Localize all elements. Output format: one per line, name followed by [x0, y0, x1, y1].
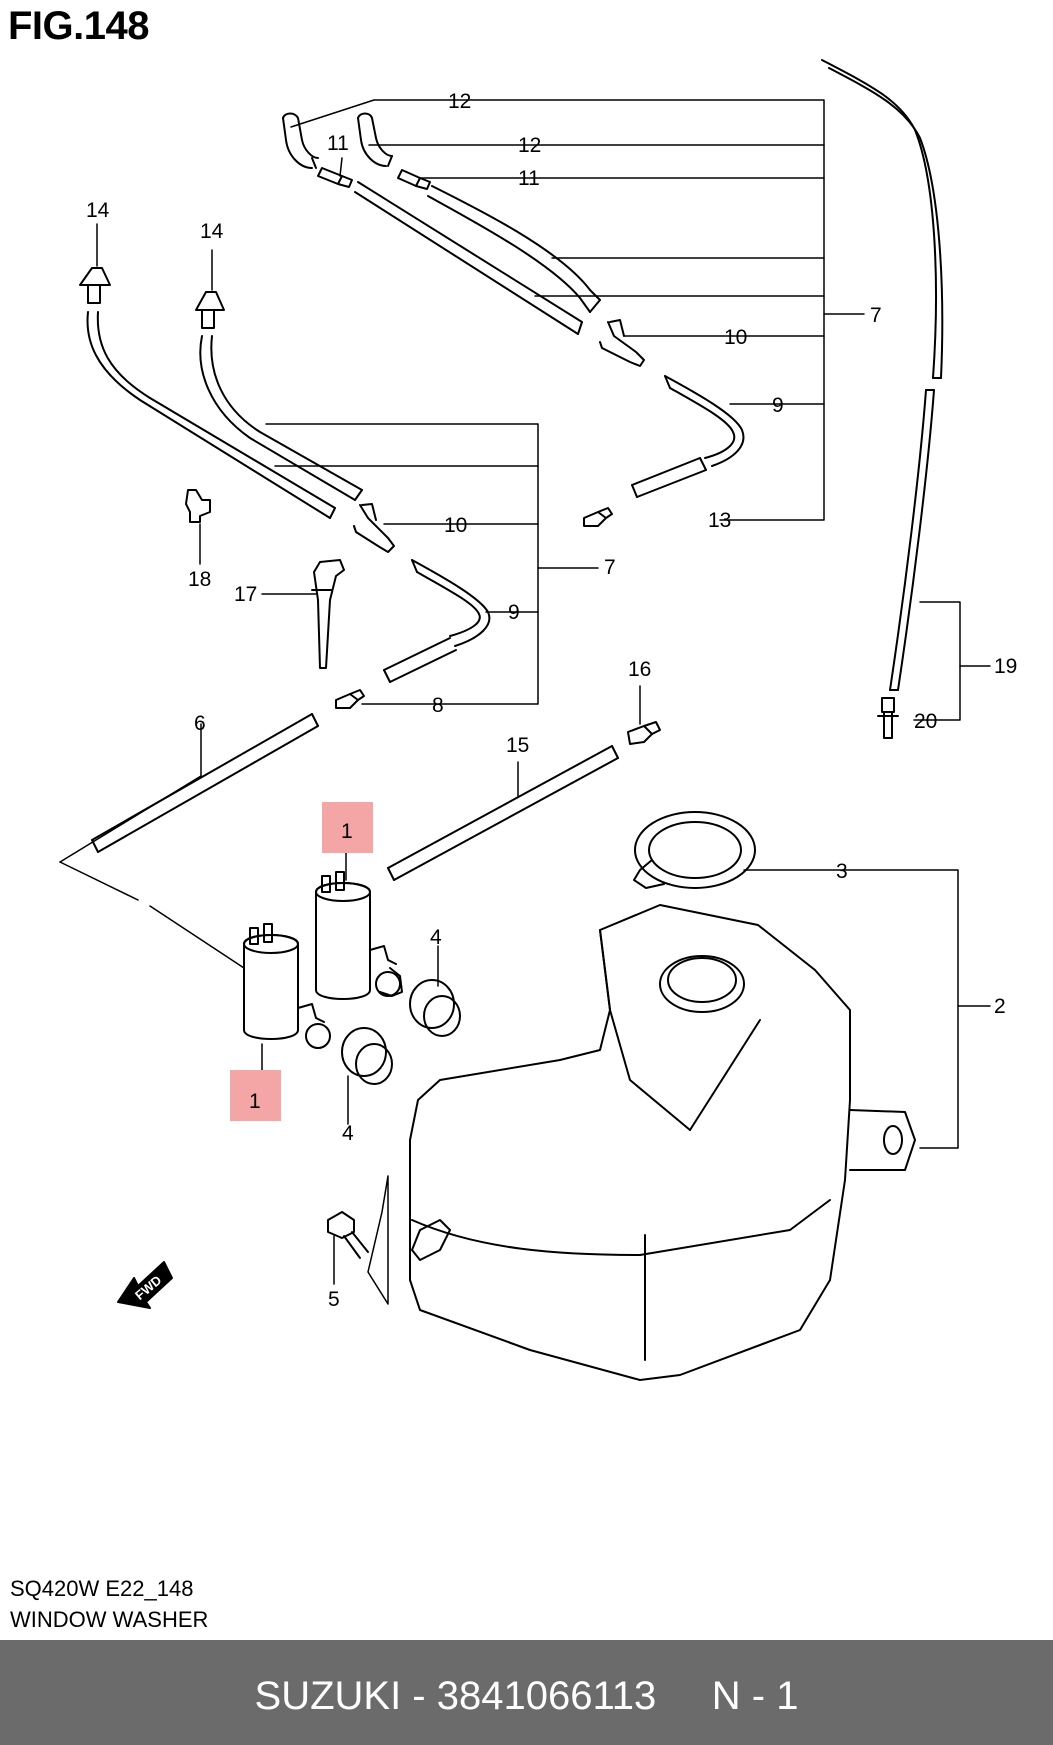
- callout-1-top: 1: [341, 820, 353, 843]
- callout-4-right: 4: [430, 926, 442, 949]
- hose-9-top: [664, 375, 745, 467]
- joint-11-left: [317, 167, 353, 188]
- callout-18: 18: [188, 568, 211, 591]
- pump-1-right: [315, 871, 403, 1000]
- nozzle-14-left: [79, 267, 111, 304]
- callout-10-lower: 10: [444, 514, 467, 537]
- callout-13: 13: [708, 509, 731, 532]
- grommet-4-right: [409, 979, 461, 1037]
- elbow-12-left: [282, 112, 319, 169]
- pump-1-left: [243, 923, 331, 1049]
- callout-20: 20: [914, 710, 937, 733]
- clip-18: [185, 489, 211, 523]
- hose-left-short: [199, 335, 363, 501]
- diagram-code: SQ420W E22_148: [10, 1576, 194, 1601]
- joint-8: [335, 689, 365, 709]
- callout-3: 3: [836, 860, 848, 883]
- tee-10-lower: [353, 503, 395, 553]
- joint-16: [627, 721, 661, 745]
- joint-13: [583, 507, 613, 527]
- callout-16: 16: [628, 658, 651, 681]
- callout-6: 6: [194, 712, 206, 735]
- callout-7-top: 7: [870, 304, 882, 327]
- joint-11-right: [397, 169, 431, 190]
- diagram-title: WINDOW WASHER: [10, 1607, 209, 1632]
- tank-2: [409, 904, 916, 1381]
- parts-diagram: 12 12 11 11 7 10 9 13 14 14 10 7 9 8 18 …: [59, 59, 1017, 1381]
- joint-20: [877, 697, 899, 739]
- callout-1-bottom: 1: [249, 1090, 261, 1113]
- hose-6: [91, 713, 319, 853]
- hose-9-lower: [383, 559, 491, 683]
- footer-bar: SUZUKI - 3841066113 N - 1: [0, 1640, 1053, 1745]
- fwd-arrow: [117, 1261, 173, 1309]
- hose-top-left: [354, 181, 583, 335]
- callout-8: 8: [432, 694, 444, 717]
- elbow-12-right: [357, 112, 393, 167]
- hose-top-right: [427, 185, 601, 313]
- callout-10-top: 10: [724, 326, 747, 349]
- callout-12-top: 12: [448, 90, 471, 113]
- figure-title: FIG.148: [8, 4, 150, 48]
- callout-9-lower: 9: [508, 601, 520, 624]
- cap-3: [633, 811, 756, 889]
- callout-4-left: 4: [342, 1122, 354, 1145]
- footer-text: SUZUKI - 3841066113 N - 1: [254, 1674, 799, 1718]
- callout-9-top: 9: [772, 394, 784, 417]
- hose-9-top-lower: [631, 457, 707, 498]
- highlight-box-1-top: [322, 802, 373, 853]
- tee-10-top: [599, 319, 645, 367]
- callout-11-left: 11: [327, 132, 349, 155]
- callout-11-right: 11: [518, 167, 540, 190]
- callout-14-right: 14: [200, 220, 224, 243]
- callout-7-lower: 7: [604, 556, 616, 579]
- callout-15: 15: [506, 734, 529, 757]
- callout-14-left: 14: [86, 199, 110, 222]
- callout-12-second: 12: [518, 134, 541, 157]
- hose-15: [387, 745, 619, 881]
- callout-19: 19: [994, 655, 1017, 678]
- callout-17: 17: [234, 583, 257, 606]
- callout-2: 2: [994, 995, 1006, 1018]
- bolt-5: [327, 1211, 369, 1259]
- holder-17: [311, 559, 345, 669]
- nozzle-14-right: [195, 291, 225, 329]
- hose-19-upper: [821, 59, 944, 379]
- leader-lines: [59, 99, 991, 1305]
- hose-19-lower: [889, 389, 935, 691]
- callout-5: 5: [328, 1288, 340, 1311]
- hose-left-long: [86, 311, 336, 519]
- grommet-4-left: [341, 1027, 393, 1085]
- highlight-box-1-bottom: [230, 1070, 281, 1121]
